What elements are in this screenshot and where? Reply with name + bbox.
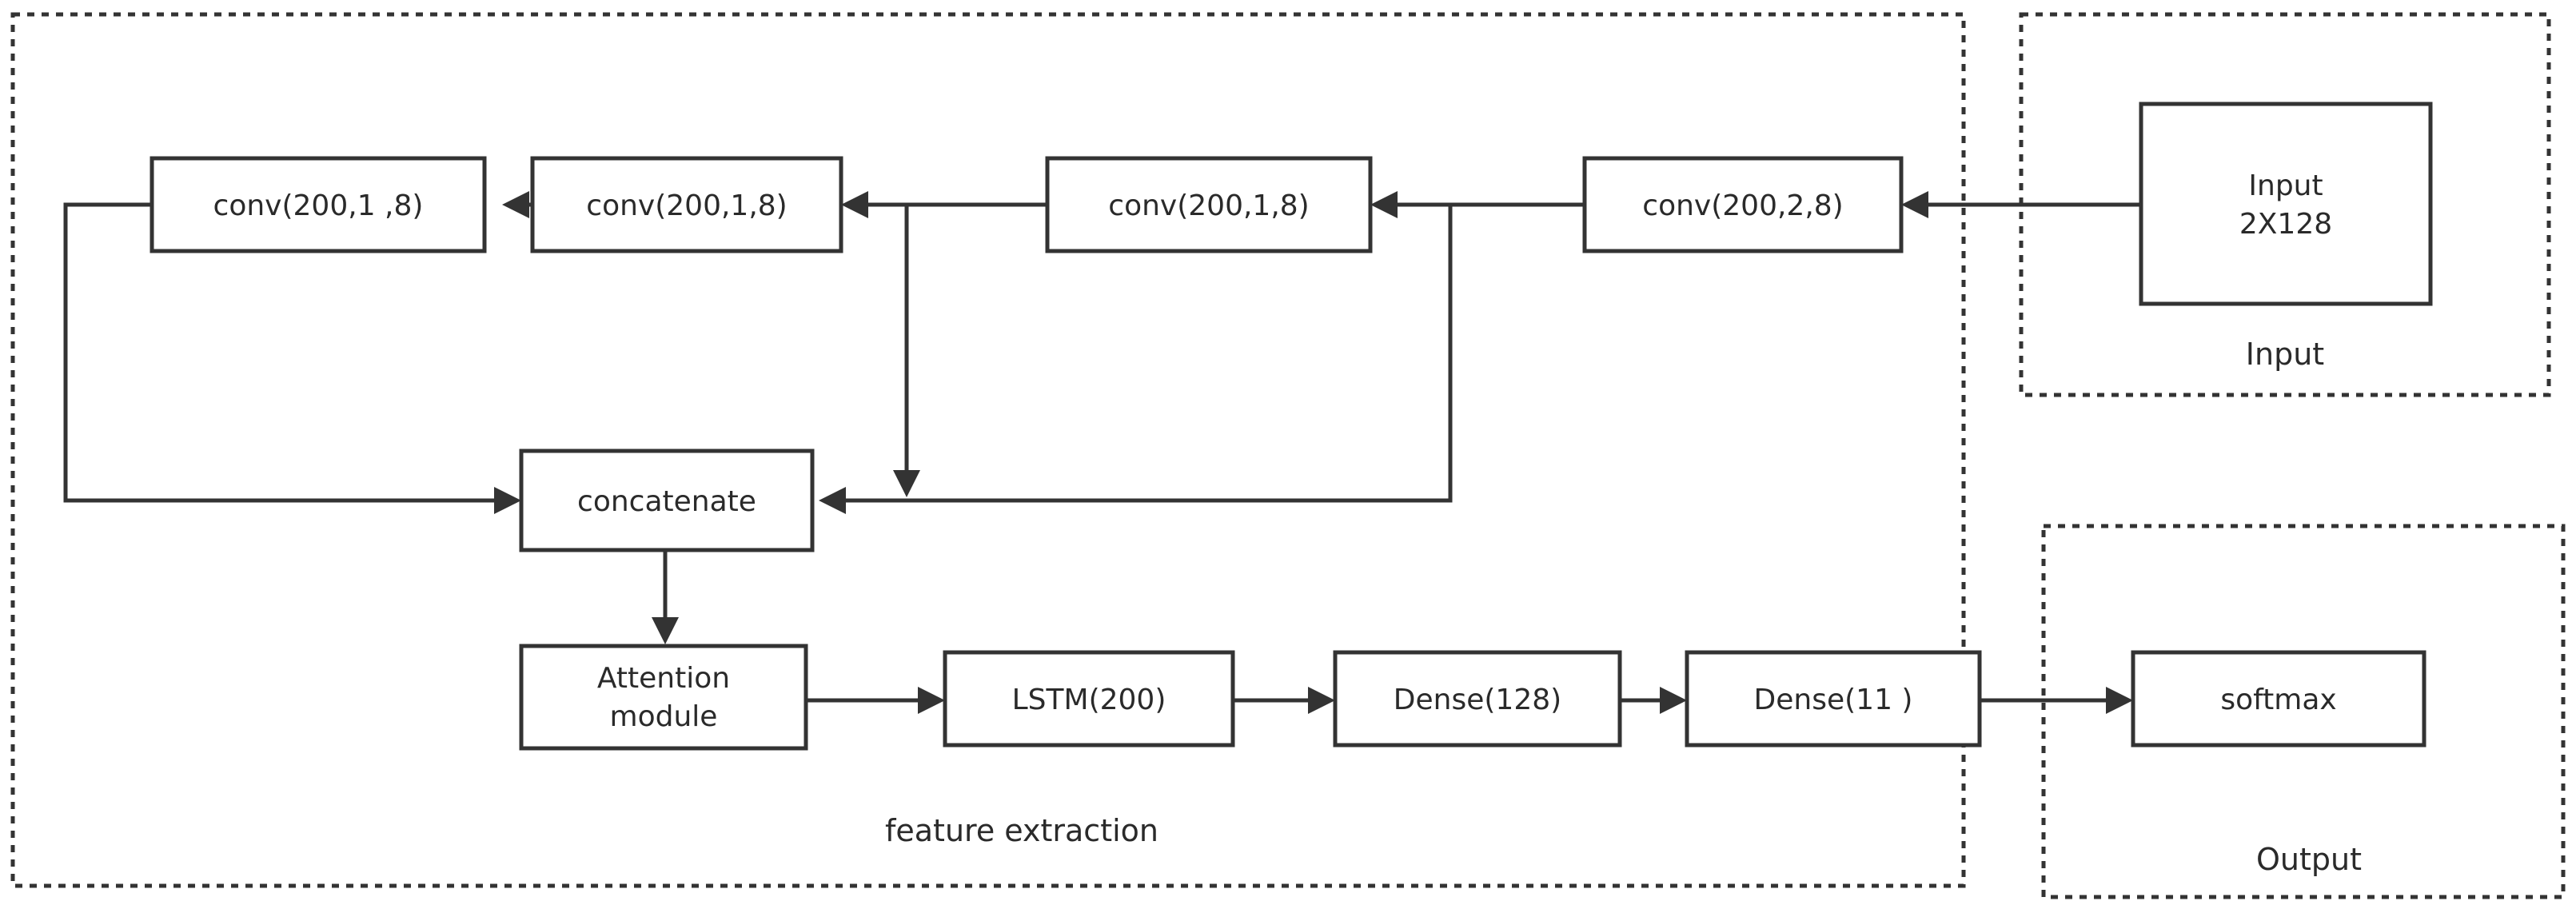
arrowhead-dense128-in: [1308, 687, 1335, 714]
conv1-node-label: conv(200,1 ,8): [213, 189, 424, 222]
arrowhead-concat-left-in: [494, 487, 521, 514]
output-region: Output: [2041, 524, 2566, 899]
input-node-label-line1: Input: [2248, 169, 2323, 202]
connectors: [63, 202, 2141, 703]
conv3-node: conv(200,1,8): [1045, 156, 1373, 253]
conv1-node: conv(200,1 ,8): [150, 156, 487, 253]
arrowhead-conv1-in: [502, 191, 529, 218]
lstm-node: LSTM(200): [943, 650, 1235, 748]
dense128-node: Dense(128): [1333, 650, 1622, 748]
attention-module-node: Attention module: [519, 644, 808, 751]
attention-node-label-line2: module: [610, 700, 718, 733]
output-region-label: Output: [2256, 842, 2362, 877]
arrowhead-conv2-in: [841, 191, 868, 218]
conv3-node-label: conv(200,1,8): [1108, 189, 1309, 222]
arrowhead-concat-down-in: [893, 470, 920, 497]
arrowhead-concat-right-in: [819, 487, 846, 514]
input-node-label-line2: 2X128: [2239, 208, 2332, 241]
conv4-node: conv(200,2,8): [1582, 156, 1904, 253]
input-node: Input 2X128: [2139, 102, 2433, 306]
arrowhead-lstm-in: [918, 687, 945, 714]
softmax-node-label: softmax: [2220, 684, 2336, 716]
conv2-node-label: conv(200,1,8): [586, 189, 787, 222]
softmax-node: softmax: [2131, 650, 2426, 748]
conv2-node: conv(200,1,8): [530, 156, 843, 253]
feature-extraction-region: feature extraction: [10, 12, 1966, 888]
conv4-node-label: conv(200,2,8): [1642, 189, 1843, 222]
arrowheads: [494, 191, 2133, 714]
dense11-node-label: Dense(11 ): [1754, 684, 1913, 716]
arrowhead-conv3-in: [1370, 191, 1398, 218]
concatenate-node: concatenate: [519, 449, 815, 552]
dense128-node-label: Dense(128): [1394, 684, 1561, 716]
attention-node-label-line1: Attention: [597, 662, 730, 695]
arrowhead-attention-in: [652, 617, 679, 644]
feature-extraction-region-label: feature extraction: [885, 813, 1158, 848]
edge-conv4-to-concat: [846, 205, 1453, 503]
arrowhead-softmax-in: [2106, 687, 2133, 714]
input-region-label: Input: [2246, 337, 2324, 372]
arrowhead-dense11-in: [1660, 687, 1687, 714]
lstm-node-label: LSTM(200): [1012, 684, 1166, 716]
concatenate-node-label: concatenate: [577, 485, 756, 518]
edge-conv1-to-concat: [63, 202, 494, 503]
arrowhead-conv4-in: [1901, 191, 1928, 218]
dense11-node: Dense(11 ): [1685, 650, 1982, 748]
